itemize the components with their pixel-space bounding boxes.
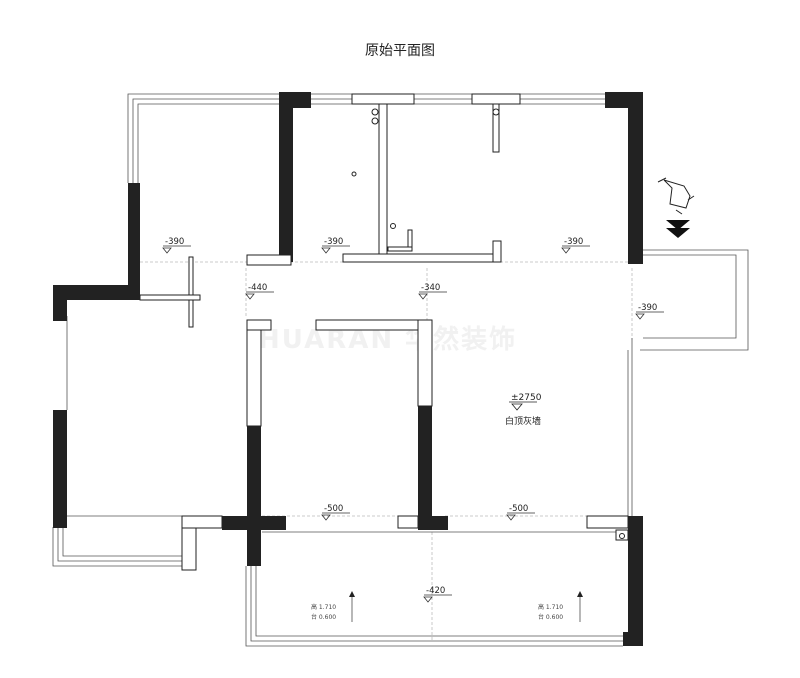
structural-walls [53,92,643,646]
elevation-triangle [561,247,571,254]
ceiling-annotation: ±2750 白顶灰墙 [505,393,542,427]
elevation-label: -440 [248,283,267,293]
plan-title: 原始平面图 [365,43,435,59]
window-tag-left: 高 1.710 台 0.600 [311,591,355,622]
elevation-triangle [506,514,516,521]
elevation-triangle [635,313,645,320]
elevation-label: -390 [165,237,184,247]
elevation-label: -390 [324,237,343,247]
elevation-label: -420 [426,586,445,596]
elevation-label: -390 [638,303,657,313]
elevation-label: -340 [421,283,440,293]
elevation-triangle [423,596,433,603]
pipe-fixtures [351,108,625,539]
elevation-label: -390 [564,237,583,247]
elevation-label: -500 [509,504,528,514]
window-tag-height: 高 1.710 [311,603,336,611]
window-tag-sill: 台 0.600 [311,613,336,621]
elevation-triangle [245,293,255,300]
elevation-markers: -390 -390 -390 -390 -440 -340 -500 -500 -420 [162,237,664,603]
elevation-label: -500 [324,504,343,514]
window-tag-height: 高 1.710 [538,603,563,611]
ceiling-note: 白顶灰墙 [505,415,541,427]
elevation-triangle [321,514,331,521]
window-tag-right: 高 1.710 台 0.600 [538,591,583,622]
elevation-triangle [162,247,172,254]
room-divider-lines [140,261,640,640]
partition-walls [139,93,629,571]
elevation-triangle [321,247,331,254]
elevation-triangle [418,293,428,300]
ceiling-height: ±2750 [511,393,542,403]
window-tag-sill: 台 0.600 [538,613,563,621]
window-frames [52,93,749,647]
entrance-arrow-icon [666,220,690,238]
entrance-person-icon [657,177,695,215]
